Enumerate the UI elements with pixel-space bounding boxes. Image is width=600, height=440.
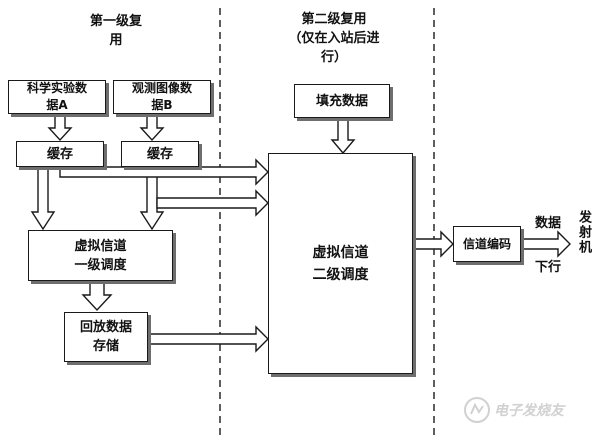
downlink-label-text: 下行 (534, 260, 561, 275)
arrow-science-to-cache (47, 112, 73, 142)
logo-circle-icon (464, 397, 490, 423)
science-data-label: 科学实验数 据A (26, 81, 87, 112)
watermark: 电子发烧友 (460, 392, 600, 428)
science-data-box: 科学实验数 据A (8, 80, 106, 114)
arrow-fill-to-vc2 (330, 117, 356, 155)
playback-label: 回放数据 存储 (79, 320, 132, 354)
vc2-box: 虚拟信道 二级调度 (268, 153, 413, 374)
header-first-level: 第一级复 用 (66, 12, 166, 50)
vc1-box: 虚拟信道 一级调度 (28, 230, 173, 281)
header-first-level-text: 第一级复 用 (89, 14, 142, 48)
vc1-label: 虚拟信道 一级调度 (74, 238, 127, 273)
data-label: 数据 (528, 214, 568, 233)
header-second-level: 第二级复用 （仅在入站后进 行） (264, 10, 404, 67)
arrow-cache-a-to-vc2 (59, 158, 269, 186)
encode-box: 信道编码 (453, 226, 521, 262)
arrow-observe-to-cache (139, 112, 165, 142)
cache-a-label: 缓存 (46, 146, 73, 162)
cache-a-box: 缓存 (16, 141, 104, 167)
arrow-playback-to-vc2 (146, 325, 269, 353)
cache-b-label: 缓存 (146, 146, 173, 162)
fill-data-label: 填充数据 (315, 93, 368, 109)
fill-data-box: 填充数据 (294, 84, 390, 118)
arrow-encode-to-transmitter (520, 230, 571, 258)
arrow-cache-b-to-vc2 (156, 189, 269, 217)
downlink-label: 下行 (528, 258, 568, 277)
observe-data-box: 观测图像数 据B (113, 80, 211, 114)
vc2-label: 虚拟信道 二级调度 (312, 244, 369, 283)
data-label-text: 数据 (534, 216, 561, 231)
arrow-vc1-to-playback (81, 280, 113, 312)
transmitter-label: 发射机 (576, 210, 591, 255)
cache-b-box: 缓存 (121, 141, 199, 167)
encode-label: 信道编码 (462, 236, 511, 251)
playback-box: 回放数据 存储 (64, 312, 148, 362)
arrow-cache-a-to-vc1 (30, 166, 56, 231)
header-second-level-text: 第二级复用 （仅在入站后进 行） (288, 12, 380, 65)
watermark-text: 电子发烧友 (494, 403, 564, 419)
observe-data-label: 观测图像数 据B (131, 81, 192, 112)
arrow-vc2-to-encode (412, 230, 454, 258)
